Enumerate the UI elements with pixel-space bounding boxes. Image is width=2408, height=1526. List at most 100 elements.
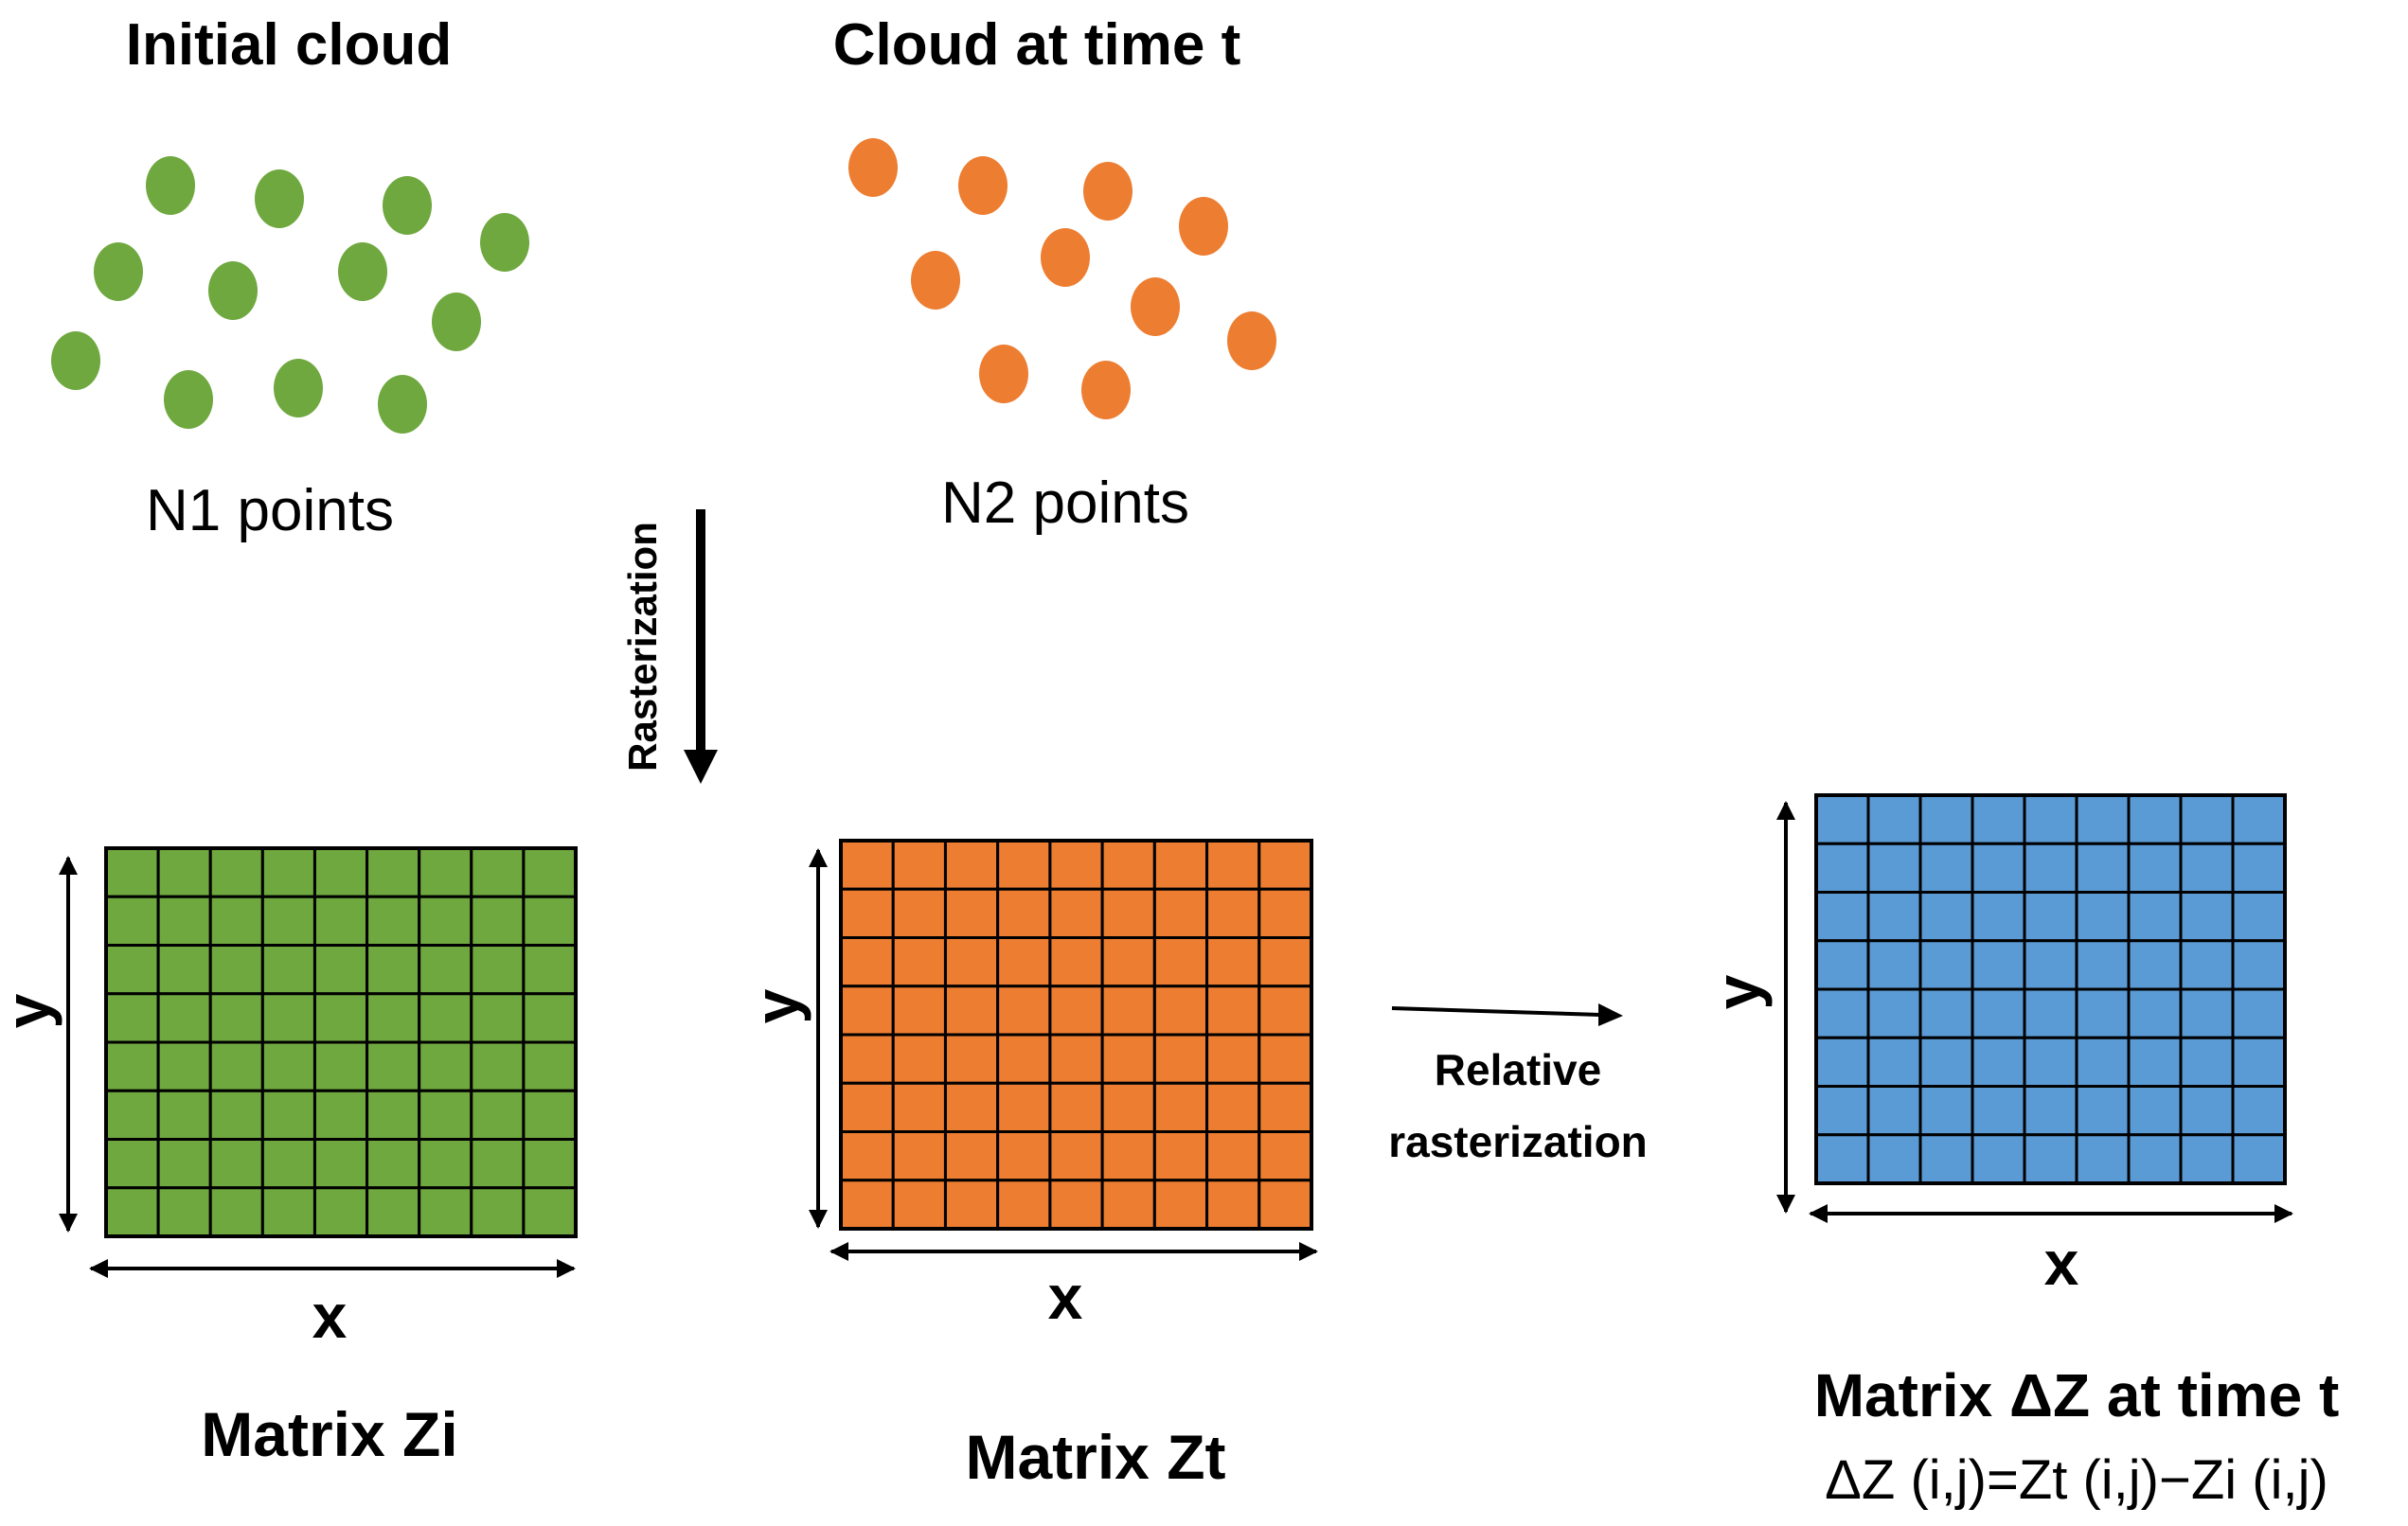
matrix-zi-cell [312, 1138, 369, 1190]
matrix-zi-cell [208, 1186, 264, 1238]
cloud-at-time-t-title: Cloud at time t [833, 12, 1241, 78]
matrix-zt-label: Matrix Zt [965, 1422, 1225, 1492]
matrix-dz-cell [2075, 939, 2131, 991]
matrix-dz-cell [2231, 793, 2287, 845]
matrix-zt-cell [1048, 1179, 1104, 1231]
matrix-dz-cell [2023, 842, 2078, 894]
matrix-zi-cell [104, 1186, 160, 1238]
matrix-zi-cell [208, 944, 264, 996]
matrix-dz-cell [2179, 1036, 2235, 1088]
initial-cloud-point-10 [164, 370, 213, 429]
time-t-cloud-point-7 [1131, 277, 1180, 336]
matrix-zi-cell [260, 846, 316, 898]
matrix-zt-grid [839, 839, 1313, 1231]
matrix-zi-cell [366, 992, 421, 1044]
matrix-zi-cell [418, 895, 473, 947]
matrix-dz-cell [2179, 987, 2235, 1039]
matrix-zt-cell [1048, 1081, 1104, 1133]
matrix-zi-cell [104, 992, 160, 1044]
initial-point-cloud [51, 156, 529, 434]
matrix-zi-cell [104, 1089, 160, 1141]
matrix-zt-cell [1258, 1081, 1313, 1133]
matrix-zi-cell [418, 1040, 473, 1092]
matrix-dz-cell [1971, 1133, 2026, 1185]
matrix-zi-cell [522, 944, 578, 996]
relative-label-line1: Relative [1435, 1045, 1601, 1094]
matrix-zt-cell [996, 1033, 1052, 1085]
matrix-dz-cell [2231, 1133, 2287, 1185]
time-t-cloud-point-8 [1227, 311, 1276, 370]
matrix-dz-cell [1814, 793, 1870, 845]
matrix-dz-label: Matrix ΔZ at time t [1814, 1361, 2340, 1429]
matrix-dz-cell [2127, 987, 2183, 1039]
matrix-zi-cell [156, 1138, 212, 1190]
matrix-dz-x-label: x [2044, 1228, 2079, 1298]
matrix-dz-cell [1971, 1085, 2026, 1137]
matrix-zt-cell [1100, 1033, 1156, 1085]
matrix-dz-formula: ΔZ (i,j)=Zt (i,j)−Zi (i,j) [1825, 1449, 2328, 1511]
matrix-dz-cell [2231, 1036, 2287, 1088]
matrix-dz-cell [2075, 793, 2131, 845]
time-t-cloud-point-6 [1041, 228, 1090, 287]
matrix-zt-cell [943, 936, 1000, 988]
matrix-zi-cell [260, 1138, 316, 1190]
matrix-dz-cell [1866, 1036, 1922, 1088]
matrix-zt-cell [1258, 985, 1313, 1037]
matrix-zt-cell [1205, 887, 1261, 939]
matrix-zt-cell [943, 985, 1000, 1037]
matrix-zt-border [839, 839, 1313, 1231]
matrix-dz-cell [2127, 842, 2183, 894]
matrix-zi-cell [470, 1089, 526, 1141]
matrix-zt-cell [996, 1179, 1052, 1231]
initial-cloud-point-6 [208, 261, 258, 320]
matrix-zt-cell [1258, 1130, 1313, 1182]
matrix-dz-cell [1866, 1133, 1922, 1185]
matrix-zt-cell [1048, 887, 1104, 939]
rasterization-arrow [684, 509, 718, 784]
matrix-zi-cell [260, 944, 316, 996]
matrix-zt-cell [943, 1033, 1000, 1085]
matrix-dz-cell [2127, 793, 2183, 845]
matrix-dz-cell [2179, 842, 2235, 894]
matrix-zi-cell [522, 1089, 578, 1141]
matrix-zi-cell [260, 1040, 316, 1092]
matrix-zi-cell [470, 944, 526, 996]
matrix-zi-cell [522, 846, 578, 898]
matrix-zi-cell [208, 992, 264, 1044]
matrix-dz-cell [1866, 1085, 1922, 1137]
matrix-zt-cell [1100, 887, 1156, 939]
matrix-dz-cell [1814, 1085, 1870, 1137]
matrix-zt-cell [891, 1130, 947, 1182]
matrix-zi-cell [208, 895, 264, 947]
matrix-dz-cell [1814, 891, 1870, 943]
rasterization-label: Rasterization [620, 522, 665, 772]
matrix-zi-cell [522, 1138, 578, 1190]
matrix-zt-cell [943, 839, 1000, 891]
matrix-dz-cell [1971, 987, 2026, 1039]
matrix-zi-cell [156, 846, 212, 898]
matrix-dz-cell [2231, 1085, 2287, 1137]
matrix-zi-cell [104, 846, 160, 898]
matrix-zt-x-label: x [1048, 1262, 1083, 1332]
matrix-dz-cell [1971, 793, 2026, 845]
matrix-dz-cell [2075, 891, 2131, 943]
matrix-dz-cell [2127, 1085, 2183, 1137]
matrix-dz-cell [1918, 1085, 1974, 1137]
time-t-cloud-point-1 [848, 138, 898, 197]
matrix-zt-cell [1048, 1130, 1104, 1182]
matrix-zt-cell [891, 887, 947, 939]
matrix-zt-cell [891, 1179, 947, 1231]
matrix-zt-cell [839, 1179, 895, 1231]
matrix-zt-cell [1100, 1130, 1156, 1182]
matrix-zt-cell [1048, 839, 1104, 891]
matrix-zt-cell [1100, 1081, 1156, 1133]
matrix-zt-cell [839, 887, 895, 939]
initial-cloud-point-9 [51, 331, 100, 390]
matrix-zi-cell [470, 846, 526, 898]
matrix-zt-cell [839, 839, 895, 891]
initial-cloud-point-7 [338, 242, 387, 301]
matrix-zi-grid [104, 846, 578, 1238]
matrix-zi-cell [418, 992, 473, 1044]
matrix-zt-cell [943, 1179, 1000, 1231]
matrix-zi-cell [156, 944, 212, 996]
